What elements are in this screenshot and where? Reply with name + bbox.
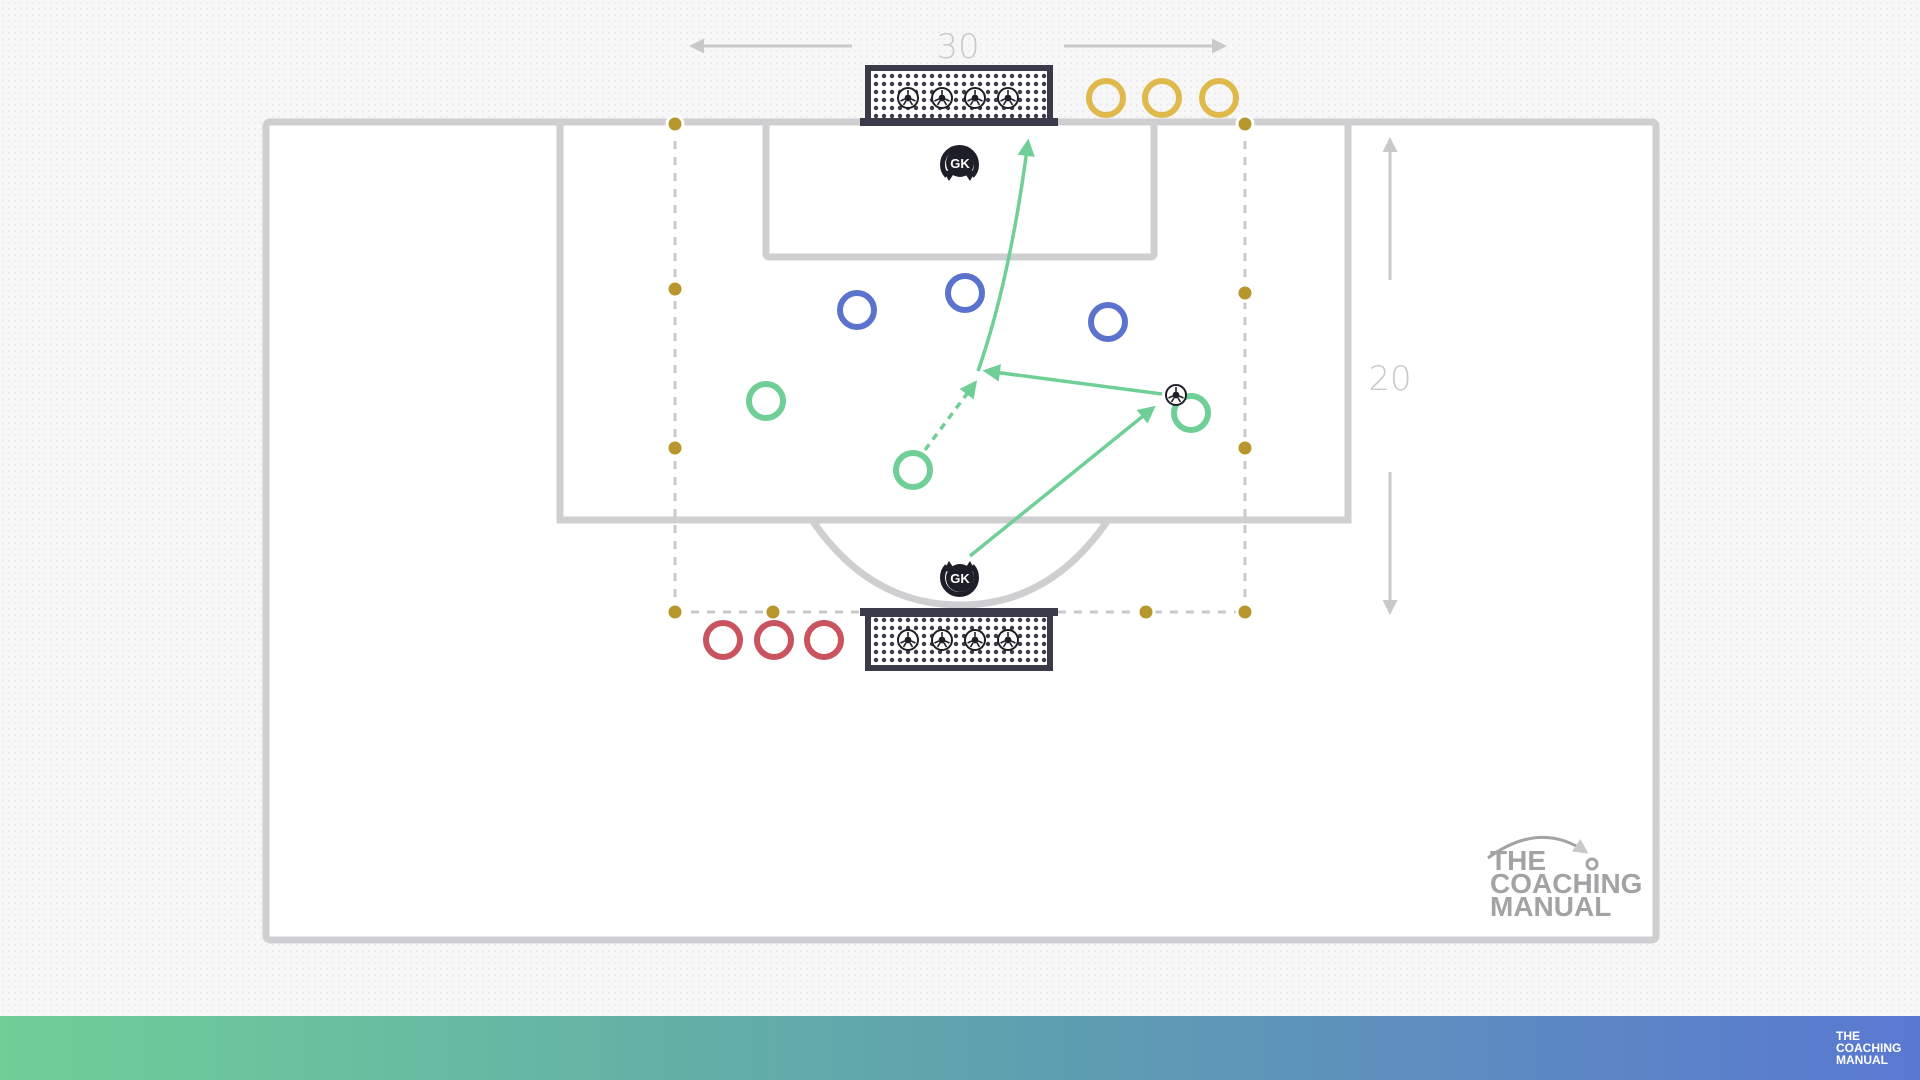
footer-logo-line-2: COACHING	[1836, 1041, 1902, 1055]
player-blue	[945, 273, 985, 313]
player-yellow	[1199, 78, 1239, 118]
player-red	[804, 620, 844, 660]
pass-arrow	[982, 364, 1163, 396]
red-team	[703, 620, 844, 660]
cone	[1235, 283, 1255, 303]
pass-arrow	[968, 405, 1156, 558]
player-green	[893, 450, 933, 490]
bottom-goal	[860, 608, 1058, 671]
ball-icon	[931, 629, 953, 651]
pitch	[262, 118, 1660, 944]
player-red	[703, 620, 743, 660]
player-yellow	[1142, 78, 1182, 118]
movement-arrows	[923, 138, 1163, 558]
footer-logo-line-3: MANUAL	[1836, 1053, 1888, 1067]
cone	[1235, 602, 1255, 622]
player-red	[754, 620, 794, 660]
cone	[665, 438, 685, 458]
ball-icon	[997, 87, 1019, 109]
cone	[1235, 438, 1255, 458]
ball-icon	[897, 87, 919, 109]
length-dimension: 20	[1368, 137, 1412, 615]
player-green	[746, 381, 786, 421]
logo-line-2: COACHING	[1490, 868, 1642, 899]
ball-icon	[964, 629, 986, 651]
player-yellow	[1086, 78, 1126, 118]
ball-icon	[931, 87, 953, 109]
green-team	[746, 381, 1211, 490]
player-blue	[837, 290, 877, 330]
logo-line-1: THE	[1490, 845, 1546, 876]
footer-logo: THE COACHING MANUAL	[1836, 1030, 1910, 1066]
ball-icon	[964, 87, 986, 109]
cone	[665, 602, 685, 622]
goalkeeper-top: GK	[940, 145, 979, 181]
cone	[665, 279, 685, 299]
coaching-manual-logo: THE COACHING MANUAL	[1487, 835, 1642, 922]
top-goal	[860, 65, 1058, 126]
cone	[665, 114, 685, 134]
yellow-team	[1086, 78, 1239, 118]
player-blue	[1088, 302, 1128, 342]
width-label: 30	[936, 27, 979, 67]
cones	[665, 114, 1255, 622]
ball-icon	[997, 629, 1019, 651]
run-arrow	[923, 380, 978, 452]
goalkeeper-bottom: GK	[940, 561, 979, 597]
width-dimension: 30	[689, 27, 1227, 67]
cone	[1235, 114, 1255, 134]
practice-area-boundary	[673, 125, 1247, 614]
player-green	[1171, 393, 1211, 433]
pitch-outline	[262, 118, 1660, 944]
cone	[763, 602, 783, 622]
footer-logo-line-1: THE	[1836, 1029, 1860, 1043]
ball-icon	[897, 629, 919, 651]
length-label: 20	[1368, 359, 1411, 399]
gk-label: GK	[950, 571, 970, 586]
gk-label: GK	[950, 156, 970, 171]
logo-line-3: MANUAL	[1490, 891, 1611, 922]
blue-team	[837, 273, 1128, 342]
ball-icon	[1165, 384, 1187, 406]
shot-arrow	[976, 138, 1035, 372]
penalty-arc	[809, 518, 1111, 609]
footer-bar: THE COACHING MANUAL	[0, 1016, 1920, 1080]
cone	[1136, 602, 1156, 622]
